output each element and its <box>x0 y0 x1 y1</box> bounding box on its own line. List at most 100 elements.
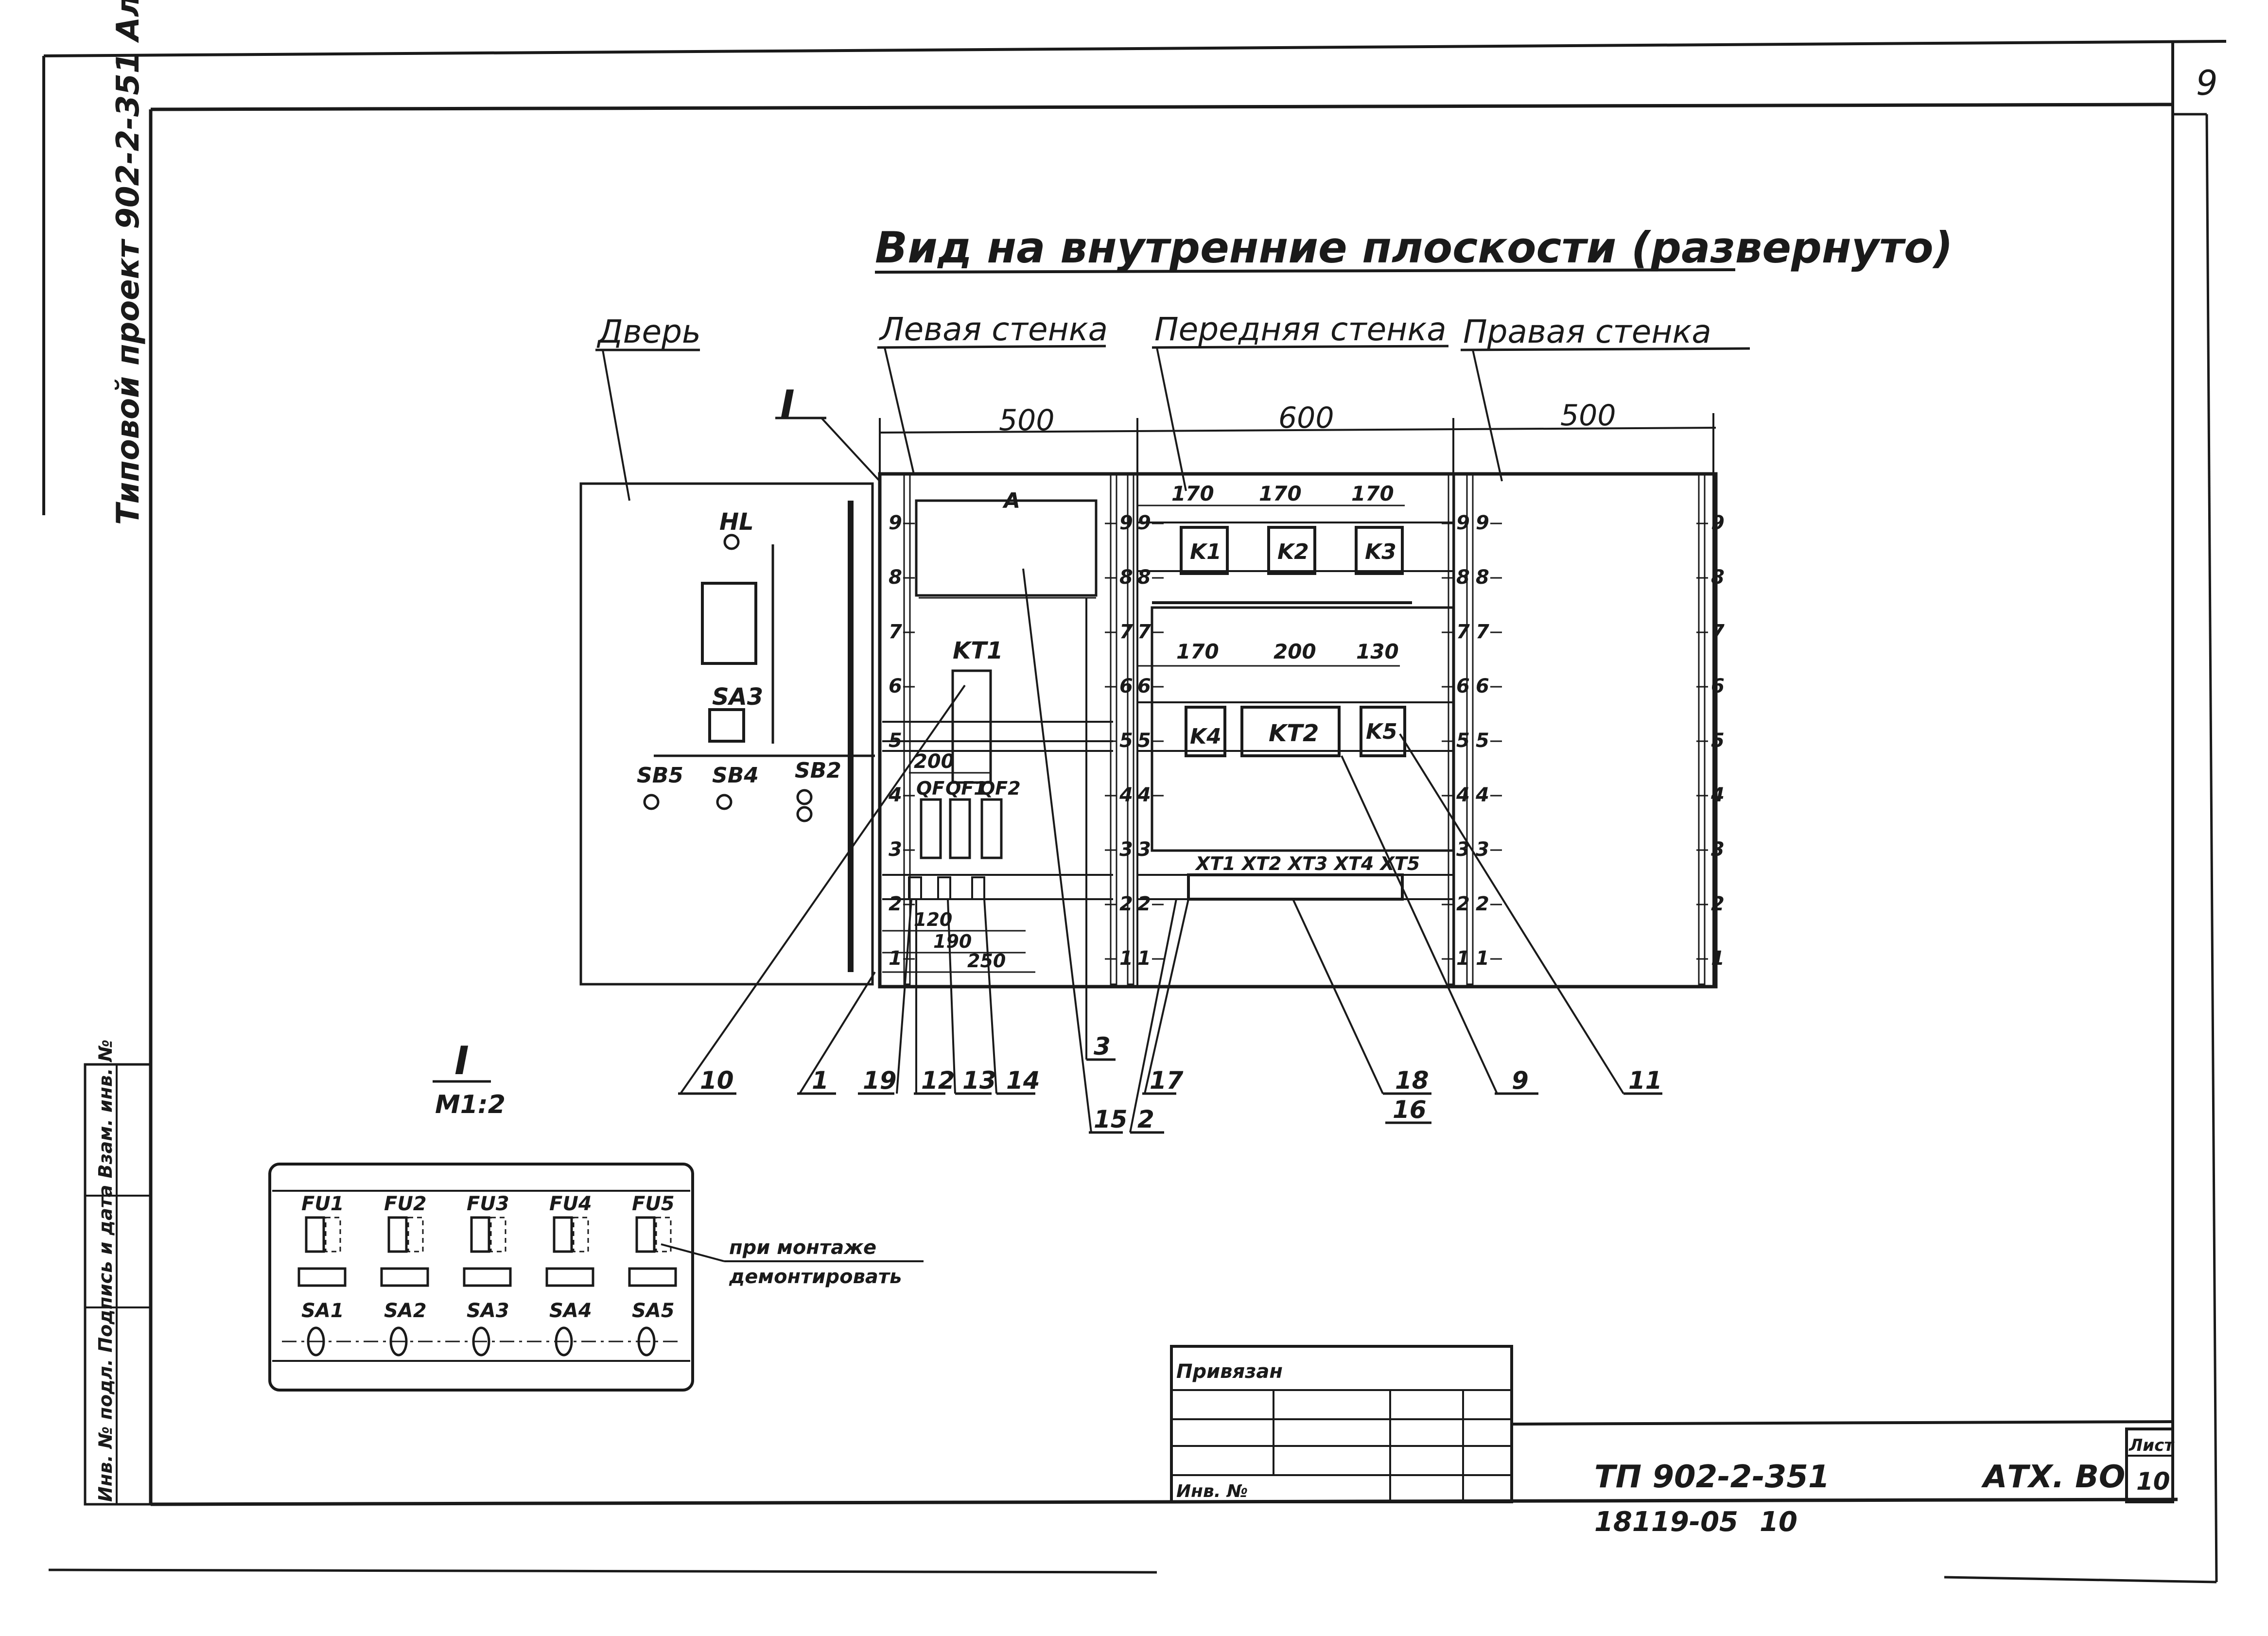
scale-mark-8: 8 <box>1476 566 1489 589</box>
dim-120: 120 <box>914 909 952 930</box>
title-block: Привязан Инв. № ТП 902-2-351 АТХ. ВО Лис… <box>1170 1345 2175 1538</box>
callout-3: 3 <box>1094 1032 1111 1061</box>
scale-mark-7: 7 <box>1137 621 1151 643</box>
scale-mark-9: 9 <box>1456 512 1470 534</box>
note-line-2: демонтировать <box>729 1266 902 1288</box>
door-panel: HL SA3 SB5 SB4 SB2 <box>579 482 875 986</box>
fuse-removable <box>573 1217 589 1253</box>
scale-mark-4: 4 <box>1137 784 1151 806</box>
scale-mark-1: 1 <box>889 947 902 970</box>
fuse-removable <box>490 1217 506 1253</box>
switch-label-2: SA2 <box>384 1300 427 1322</box>
switch-label-3: SA3 <box>467 1300 509 1322</box>
scale-mark-5: 5 <box>1119 730 1133 752</box>
fuse-label-1: FU1 <box>301 1193 344 1215</box>
qf2-breaker <box>980 798 1003 859</box>
dim-250: 250 <box>967 950 1006 972</box>
dim-qf-pitch: 200 <box>914 750 955 773</box>
sb2-button-2 <box>796 806 813 822</box>
scale-mark-6: 6 <box>1137 675 1151 697</box>
scale-mark-1: 1 <box>1119 947 1133 970</box>
k1-label: K1 <box>1190 540 1221 564</box>
k3-label: K3 <box>1365 540 1396 564</box>
qf1-breaker <box>949 798 971 859</box>
scale-mark-8: 8 <box>1711 566 1725 589</box>
scale-mark-2: 2 <box>1456 893 1470 915</box>
front-wall: 170 170 170 K1 K2 K3 170 200 130 K4 KT2 … <box>1137 482 1455 901</box>
callout-10: 10 <box>700 1066 734 1095</box>
fuse-removable <box>655 1217 672 1253</box>
callout-17: 17 <box>1150 1066 1184 1095</box>
sb5-button <box>643 794 660 810</box>
callout-12: 12 <box>921 1066 955 1095</box>
scale-mark-7: 7 <box>1456 621 1470 643</box>
fuse-base <box>380 1267 429 1287</box>
dim-front-width: 600 <box>1278 401 1334 435</box>
sa3-door-label: SA3 <box>712 683 763 711</box>
scale-mark-8: 8 <box>1137 566 1151 589</box>
sb2-label: SB2 <box>795 758 841 783</box>
k5-label: K5 <box>1366 719 1397 744</box>
scale-mark-5: 5 <box>1476 730 1489 752</box>
fuse-removable <box>325 1217 341 1253</box>
callout-11: 11 <box>1628 1066 1662 1095</box>
dim-lower-1: 170 <box>1176 640 1219 663</box>
section-scale: M1:2 <box>435 1090 506 1119</box>
callout-2: 2 <box>1137 1105 1154 1133</box>
scale-mark-2: 2 <box>889 893 902 915</box>
door-meter <box>701 582 757 665</box>
dim-k-pitch-1: 170 <box>1171 482 1214 505</box>
scale-mark-3: 3 <box>1476 838 1489 861</box>
scale-mark-9: 9 <box>1711 512 1725 534</box>
inv-label: Инв. № <box>1176 1481 1248 1501</box>
callout-18: 18 <box>1395 1066 1429 1095</box>
scale-mark-2: 2 <box>1476 893 1489 915</box>
scale-mark-6: 6 <box>1711 675 1725 697</box>
copy-sheet: 10 <box>1760 1506 1797 1538</box>
switch-label-5: SA5 <box>632 1300 675 1322</box>
switch-label-4: SA4 <box>549 1300 592 1322</box>
qf-breaker <box>920 798 942 859</box>
dim-190: 190 <box>933 931 972 952</box>
scale-mark-2: 2 <box>1711 893 1725 915</box>
sb4-label: SB4 <box>712 763 759 788</box>
scale-mark-2: 2 <box>1137 893 1151 915</box>
fuse-base <box>297 1267 347 1287</box>
scale-mark-1: 1 <box>1476 947 1489 970</box>
kt1-relay <box>951 669 992 784</box>
kt2-relay <box>1240 706 1341 757</box>
scale-mark-6: 6 <box>1456 675 1470 697</box>
callouts: I 10 1 19 12 13 14 15 3 2 17 18 16 <box>678 382 1662 1134</box>
fuse-holder <box>635 1216 656 1253</box>
kt1-label: KT1 <box>953 637 1003 664</box>
scale-mark-7: 7 <box>1711 621 1725 643</box>
dim-left-width: 500 <box>999 403 1055 437</box>
callout-13: 13 <box>962 1066 996 1095</box>
drawing-mark: АТХ. ВО <box>1981 1459 2125 1495</box>
hl-lamp <box>723 534 740 550</box>
page-number: 9 <box>2196 63 2218 103</box>
fuse-holder <box>305 1216 325 1253</box>
scale-mark-3: 3 <box>889 838 902 861</box>
scale-mark-3: 3 <box>1711 838 1725 861</box>
region-a <box>915 499 1098 597</box>
side-stamp-text: Инв. № подл. Подпись и дата Взам. инв. № <box>95 1040 116 1502</box>
inventory-number: 18119-05 <box>1594 1506 1738 1538</box>
k5-contactor <box>1360 706 1406 757</box>
qf2-label: QF2 <box>979 778 1021 799</box>
callout-15: 15 <box>1094 1105 1128 1133</box>
fuse-label-3: FU3 <box>467 1193 509 1215</box>
sa3-switch <box>708 708 745 743</box>
fuse-label-5: FU5 <box>632 1193 675 1215</box>
right-wall-label: Правая стенка <box>1463 313 1711 350</box>
scale-mark-5: 5 <box>1456 730 1470 752</box>
scale-mark-6: 6 <box>1476 675 1489 697</box>
fuse-label-4: FU4 <box>549 1193 592 1215</box>
region-a-label: A <box>1002 488 1020 513</box>
fuse-base <box>545 1267 594 1287</box>
scale-mark-1: 1 <box>1456 947 1470 970</box>
door-label: Дверь <box>596 313 701 350</box>
fuse-base <box>628 1267 677 1287</box>
dim-k-pitch-3: 170 <box>1351 482 1394 505</box>
